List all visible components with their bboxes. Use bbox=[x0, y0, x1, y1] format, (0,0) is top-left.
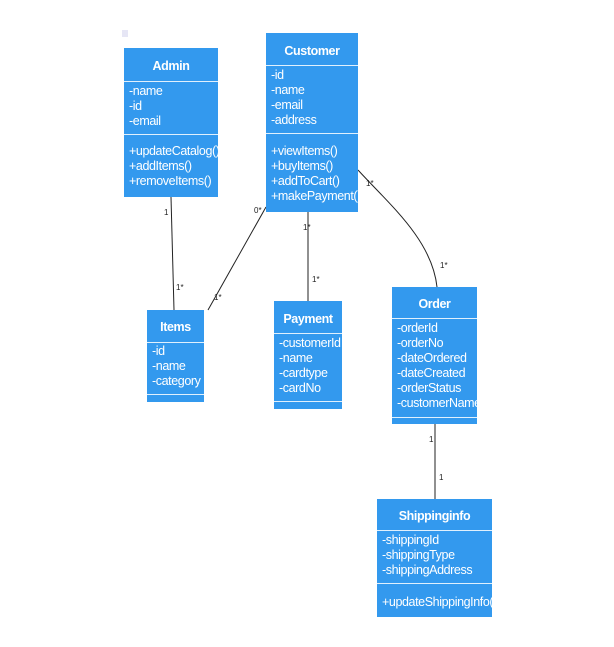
class-items-attribute: -name bbox=[152, 359, 186, 373]
assoc-admin-items bbox=[170, 196, 175, 311]
class-shippinginfo-name: Shippinginfo bbox=[398, 509, 471, 523]
class-order-name: Order bbox=[418, 297, 451, 311]
class-payment-divider bbox=[274, 333, 342, 334]
class-order-attribute: -orderStatus bbox=[397, 381, 461, 395]
class-shippinginfo-attribute: -shippingId bbox=[382, 533, 439, 547]
class-customer-attribute: -email bbox=[271, 98, 303, 112]
class-payment-attributes: -customerId -name -cardtype -cardNo bbox=[274, 336, 342, 396]
class-payment[interactable]: Payment -customerId -name -cardtype -car… bbox=[274, 301, 342, 409]
class-customer-divider bbox=[266, 133, 358, 134]
class-items-divider bbox=[147, 342, 204, 343]
mult-admin-items-from: 1 bbox=[164, 208, 169, 217]
class-shippinginfo-methods: +updateShippingInfo() bbox=[377, 595, 497, 610]
class-items-name: Items bbox=[160, 320, 191, 334]
class-order-divider bbox=[392, 318, 477, 319]
class-customer-attribute: -id bbox=[271, 68, 284, 82]
class-customer-name: Customer bbox=[284, 44, 340, 58]
class-admin-name: Admin bbox=[152, 59, 190, 73]
class-order-divider bbox=[392, 417, 477, 418]
class-shippinginfo-attributes: -shippingId -shippingType -shippingAddre… bbox=[377, 533, 492, 578]
class-admin-divider bbox=[124, 81, 218, 82]
mult-customer-payment-from: 1* bbox=[303, 223, 311, 232]
class-shippinginfo-divider bbox=[377, 583, 492, 584]
mult-customer-order-from: 1* bbox=[366, 179, 374, 188]
class-customer-method: +viewItems() bbox=[271, 144, 338, 158]
mult-order-shippinginfo-from: 1 bbox=[429, 435, 434, 444]
class-admin-method: +removeItems() bbox=[129, 174, 212, 188]
class-admin-methods: +updateCatalog() +addItems() +removeItem… bbox=[124, 144, 220, 189]
class-customer[interactable]: Customer -id -name -email -address +view… bbox=[266, 33, 361, 212]
class-admin-attribute: -id bbox=[129, 99, 142, 113]
class-order-attribute: -customerName bbox=[397, 396, 481, 410]
class-order-attributes: -orderId -orderNo -dateOrdered -dateCrea… bbox=[392, 321, 481, 411]
class-payment-attribute: -customerId bbox=[279, 336, 341, 350]
class-customer-method: +buyItems() bbox=[271, 159, 333, 173]
class-admin-attribute: -email bbox=[129, 114, 161, 128]
class-payment-attribute: -cardtype bbox=[279, 366, 328, 380]
class-items-attribute: -category bbox=[152, 374, 201, 388]
class-admin-attributes: -name -id -email bbox=[124, 84, 218, 129]
class-shippinginfo-method: +updateShippingInfo() bbox=[382, 595, 497, 609]
class-customer-attributes: -id -name -email -address bbox=[266, 68, 358, 128]
class-payment-attribute: -cardNo bbox=[279, 381, 321, 395]
class-admin[interactable]: Admin -name -id -email +updateCatalog() … bbox=[124, 48, 220, 197]
mult-customer-order-to: 1* bbox=[440, 261, 448, 270]
class-customer-attribute: -name bbox=[271, 83, 305, 97]
class-items[interactable]: Items -id -name -category bbox=[147, 310, 204, 402]
class-payment-divider bbox=[274, 401, 342, 402]
class-order-attribute: -dateOrdered bbox=[397, 351, 467, 365]
class-admin-method: +updateCatalog() bbox=[129, 144, 220, 158]
class-items-divider bbox=[147, 394, 204, 395]
mult-customer-items-to: 1* bbox=[214, 293, 222, 302]
corner-marker bbox=[122, 30, 128, 37]
class-shippinginfo-divider bbox=[377, 530, 492, 531]
class-customer-method: +makePayment() bbox=[271, 189, 361, 203]
class-items-attributes: -id -name -category bbox=[147, 344, 204, 389]
class-shippinginfo-attribute: -shippingType bbox=[382, 548, 455, 562]
class-admin-method: +addItems() bbox=[129, 159, 192, 173]
mult-admin-items-to: 1* bbox=[176, 283, 184, 292]
mult-customer-payment-to: 1* bbox=[312, 275, 320, 284]
class-customer-methods: +viewItems() +buyItems() +addToCart() +m… bbox=[266, 144, 361, 204]
class-payment-attribute: -name bbox=[279, 351, 313, 365]
class-customer-method: +addToCart() bbox=[271, 174, 340, 188]
class-admin-divider bbox=[124, 134, 218, 135]
class-order-attribute: -orderNo bbox=[397, 336, 444, 350]
class-order-attribute: -dateCreated bbox=[397, 366, 466, 380]
class-payment-name: Payment bbox=[283, 312, 333, 326]
mult-customer-items-from: 0* bbox=[254, 206, 262, 215]
class-items-attribute: -id bbox=[152, 344, 165, 358]
assoc-customer-items bbox=[207, 206, 267, 311]
class-customer-divider bbox=[266, 65, 358, 66]
mult-order-shippinginfo-to: 1 bbox=[439, 473, 444, 482]
class-admin-attribute: -name bbox=[129, 84, 163, 98]
class-order-attribute: -orderId bbox=[397, 321, 438, 335]
assoc-customer-order bbox=[357, 169, 438, 288]
class-shippinginfo-attribute: -shippingAddress bbox=[382, 563, 473, 577]
class-shippinginfo[interactable]: Shippinginfo -shippingId -shippingType -… bbox=[377, 499, 497, 617]
class-customer-attribute: -address bbox=[271, 113, 317, 127]
class-order[interactable]: Order -orderId -orderNo -dateOrdered -da… bbox=[392, 287, 481, 424]
